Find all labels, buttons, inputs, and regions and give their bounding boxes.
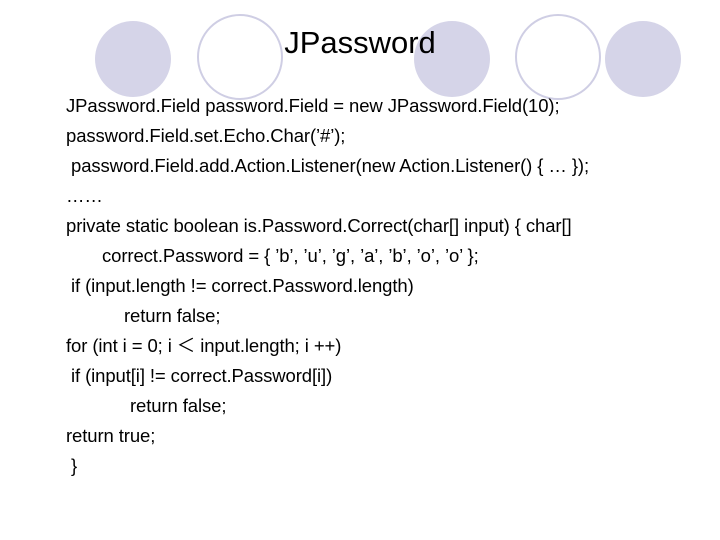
code-line: return false;	[130, 395, 227, 416]
code-line: return true;	[66, 425, 156, 446]
code-line: password.Field.add.Action.Listener(new A…	[71, 155, 590, 176]
code-line: return false;	[124, 305, 221, 326]
code-line: if (input.length != correct.Password.len…	[71, 275, 414, 296]
slide-title: JPassword	[284, 25, 436, 60]
code-line: JPassword.Field password.Field = new JPa…	[66, 95, 560, 116]
code-line: for (int i = 0; i ＜ input.length; i ++)	[66, 335, 342, 356]
code-line: if (input[i] != correct.Password[i])	[71, 365, 333, 386]
code-line: password.Field.set.Echo.Char(’#’);	[66, 125, 346, 146]
code-line: }	[71, 455, 78, 476]
code-line: correct.Password = { ’b’, ’u’, ’g’, ’a’,…	[102, 245, 479, 266]
code-line: ……	[66, 185, 103, 206]
code-line: private static boolean is.Password.Corre…	[66, 215, 572, 236]
code-body: JPassword.Field password.Field = new JPa…	[66, 91, 714, 481]
